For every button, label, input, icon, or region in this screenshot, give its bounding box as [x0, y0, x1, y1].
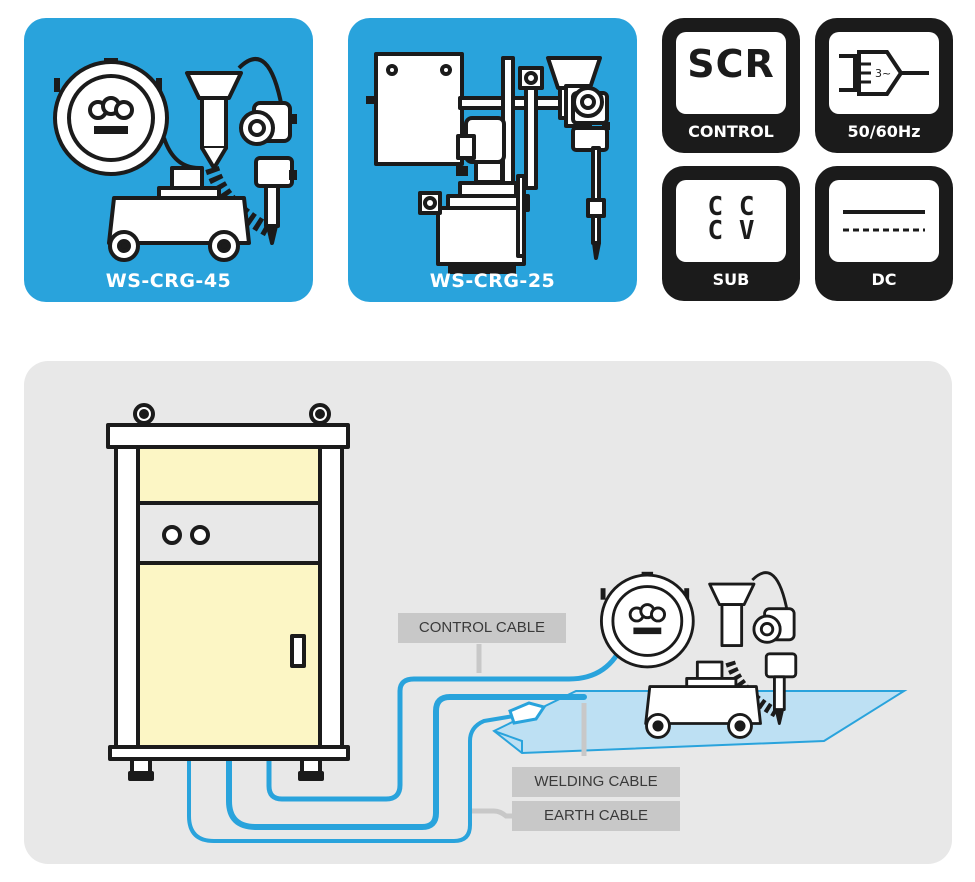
badge-panel: 3~ — [829, 32, 939, 114]
product-model-label: WS-CRG-25 — [429, 270, 556, 292]
cc-cv-sub-badge: C C C V SUB — [662, 166, 800, 301]
welding-cable-label: WELDING CABLE — [512, 767, 680, 797]
connection-diagram: CONTROL CABLE WELDING CABLE EARTH CABLE — [24, 361, 952, 864]
product-card-ws-crg-45: WS-CRG-45 — [24, 18, 313, 302]
direct-current-icon — [843, 210, 925, 232]
phase-label: 3~ — [875, 67, 891, 80]
scr-control-badge: SCR CONTROL — [662, 18, 800, 153]
cc-label: C C — [707, 192, 755, 222]
badge-caption: DC — [871, 270, 897, 289]
column-welder-illustration — [366, 52, 610, 274]
badge-panel: C C C V — [676, 180, 786, 262]
product-card-ws-crg-25: WS-CRG-25 — [348, 18, 637, 302]
earth-cable-label: EARTH CABLE — [512, 801, 680, 831]
product-model-label: WS-CRG-45 — [105, 270, 232, 292]
badge-panel: SCR — [676, 32, 786, 114]
cv-label: C V — [707, 216, 755, 246]
cable-connection-illustration — [106, 403, 908, 843]
badge-caption: 50/60Hz — [847, 122, 921, 141]
dc-badge: DC — [815, 166, 953, 301]
badge-caption: CONTROL — [688, 122, 774, 141]
three-phase-plug-icon: 3~ — [839, 50, 929, 96]
control-cable-label: CONTROL CABLE — [398, 613, 566, 643]
scr-title: SCR — [687, 42, 775, 86]
frequency-badge: 3~ 50/60Hz — [815, 18, 953, 153]
badge-panel — [829, 180, 939, 262]
badge-caption: SUB — [712, 270, 750, 289]
tractor-welder-illustration — [53, 57, 297, 262]
